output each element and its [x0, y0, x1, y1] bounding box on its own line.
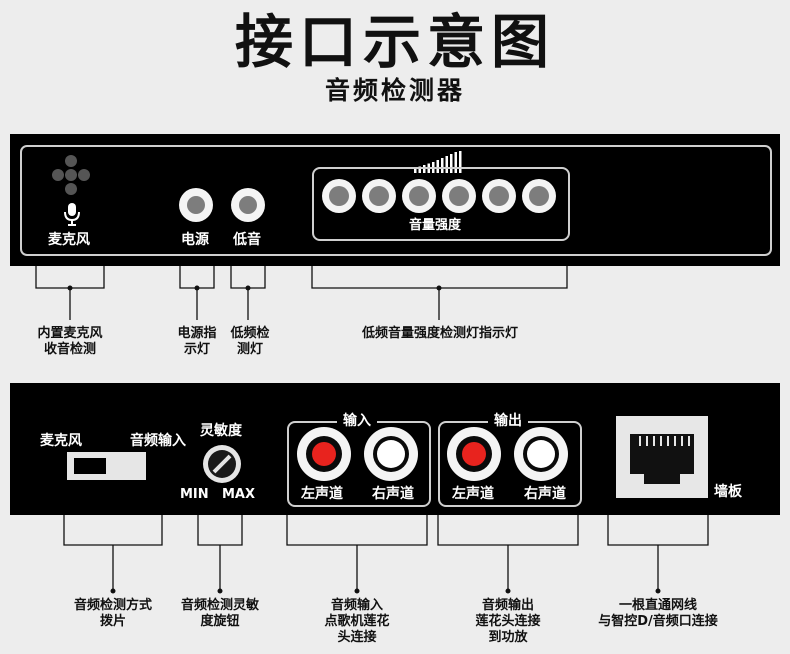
input-left-rca-jack[interactable]	[297, 427, 351, 481]
volume-light-frame	[312, 167, 570, 241]
volume-light-4	[442, 179, 476, 213]
detection-mode-switch[interactable]	[67, 452, 146, 480]
microphone-icon	[64, 203, 80, 226]
output-label: 输出	[494, 413, 522, 429]
output-left-channel-label: 左声道	[452, 486, 494, 502]
diagram-title: 接口示意图	[234, 8, 555, 76]
input-label: 输入	[343, 413, 371, 429]
volume-light-2	[362, 179, 396, 213]
mic-label: 麦克风	[48, 232, 90, 248]
rj45-port-icon[interactable]	[616, 416, 708, 498]
top-panel-frame	[20, 145, 772, 256]
sensitivity-label: 灵敏度	[200, 423, 242, 439]
annotation-input: 音频输入点歌机莲花头连接	[324, 598, 390, 645]
annotation-bass: 低频检测灯	[230, 326, 270, 357]
switch-audio-input-label: 音频输入	[130, 433, 186, 449]
output-left-rca-jack[interactable]	[447, 427, 501, 481]
switch-mic-label: 麦克风	[40, 433, 82, 449]
annotation-rj45: 一根直通网线与智控D/音频口连接	[598, 598, 718, 629]
bottom-device-panel: 麦克风 音频输入 灵敏度 MIN MAX 输入 左声道 右声道 输出 左声道 右…	[10, 383, 780, 515]
volume-light-6	[522, 179, 556, 213]
diagram-subtitle: 音频检测器	[324, 76, 465, 105]
top-device-panel: 麦克风 电源 低音 音量强度	[10, 134, 780, 266]
annotation-switch: 音频检测方式拨片	[73, 598, 152, 629]
volume-light-1	[322, 179, 356, 213]
bass-indicator-light	[231, 188, 265, 222]
annotation-output: 音频输出莲花头连接到功放	[475, 598, 541, 645]
annotation-knob: 音频检测灵敏度旋钮	[180, 598, 259, 629]
mic-grille	[50, 154, 94, 198]
knob-max-label: MAX	[222, 487, 256, 502]
annotation-volume: 低频音量强度检测灯指示灯	[361, 326, 518, 341]
volume-light-3	[402, 179, 436, 213]
power-indicator-light	[179, 188, 213, 222]
volume-light-5	[482, 179, 516, 213]
sensitivity-knob-icon[interactable]	[201, 443, 243, 485]
switch-slider[interactable]	[74, 458, 106, 474]
input-right-rca-jack[interactable]	[364, 427, 418, 481]
input-left-channel-label: 左声道	[301, 486, 343, 502]
power-label: 电源	[181, 232, 209, 248]
bass-label: 低音	[233, 232, 261, 248]
annotation-mic: 内置麦克风收音检测	[37, 326, 103, 357]
wall-plate-label: 墙板	[714, 484, 742, 500]
annotation-power: 电源指示灯	[177, 326, 217, 357]
output-right-rca-jack[interactable]	[514, 427, 568, 481]
input-right-channel-label: 右声道	[372, 486, 414, 502]
output-right-channel-label: 右声道	[524, 486, 566, 502]
volume-label: 音量强度	[409, 218, 462, 233]
knob-min-label: MIN	[180, 487, 209, 502]
